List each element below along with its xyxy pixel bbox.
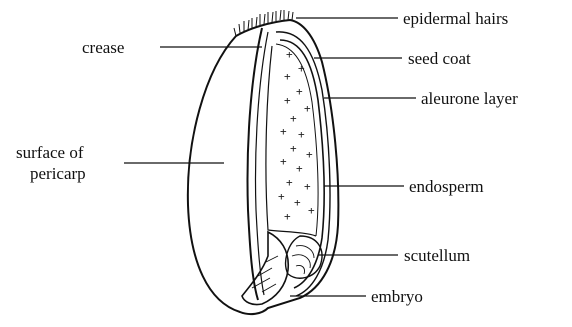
svg-text:+: + [296, 85, 303, 98]
svg-text:+: + [286, 176, 293, 189]
svg-text:+: + [290, 142, 297, 155]
scutellum-shading [292, 246, 314, 274]
svg-text:+: + [286, 48, 293, 61]
svg-text:+: + [298, 128, 305, 141]
svg-text:+: + [284, 94, 291, 107]
label-crease: crease [82, 38, 124, 57]
label-aleurone-layer: aleurone layer [421, 89, 518, 108]
label-scutellum: scutellum [404, 246, 470, 265]
label-embryo: embryo [371, 287, 423, 306]
svg-text:+: + [280, 125, 287, 138]
scutellum-outline [286, 236, 322, 278]
label-surface-of-pericarp-line2: pericarp [30, 164, 86, 183]
svg-text:+: + [284, 70, 291, 83]
svg-text:+: + [294, 196, 301, 209]
svg-text:+: + [296, 162, 303, 175]
svg-text:+: + [304, 180, 311, 193]
svg-text:+: + [290, 112, 297, 125]
label-surface-of-pericarp-line1: surface of [16, 143, 84, 162]
svg-text:+: + [306, 148, 313, 161]
svg-text:+: + [304, 102, 311, 115]
endosperm-markings: + + + + + + + + + + + + + + + + + + + [278, 48, 315, 223]
svg-text:+: + [278, 190, 285, 203]
svg-text:+: + [298, 62, 305, 75]
label-seed-coat: seed coat [408, 49, 471, 68]
label-epidermal-hairs: epidermal hairs [403, 9, 508, 28]
svg-text:+: + [308, 204, 315, 217]
svg-text:+: + [280, 155, 287, 168]
svg-text:+: + [284, 210, 291, 223]
label-endosperm: endosperm [409, 177, 484, 196]
